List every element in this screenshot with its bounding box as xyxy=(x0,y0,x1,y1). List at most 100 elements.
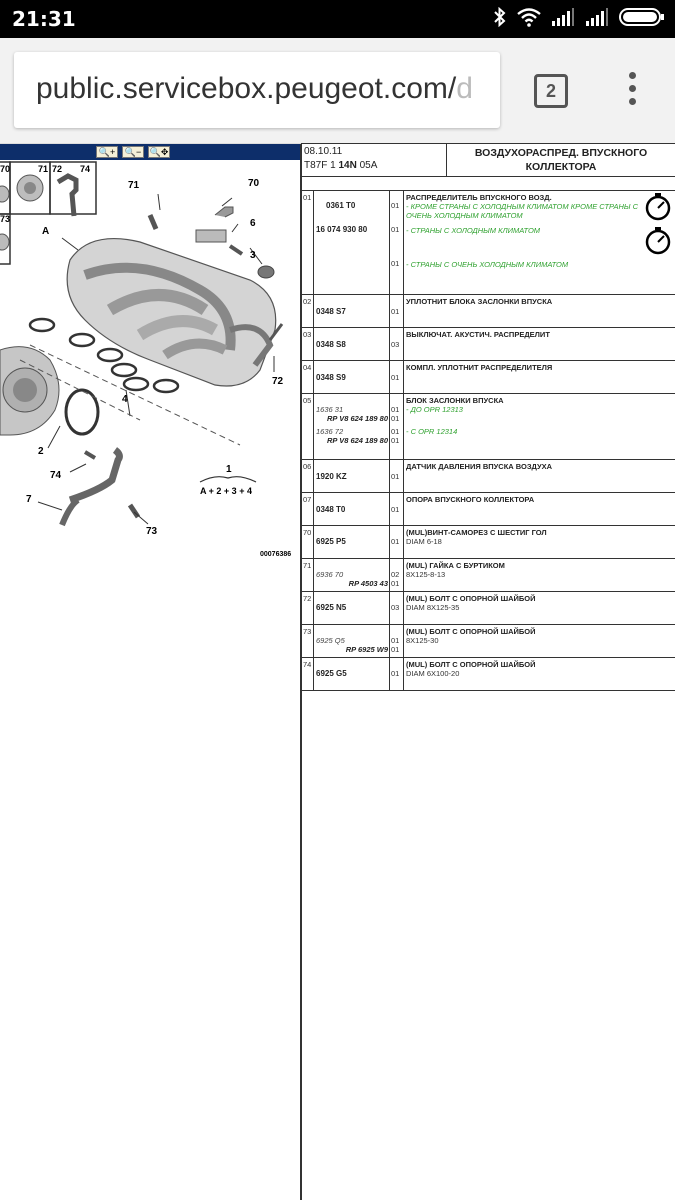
header-title-line2: КОЛЛЕКТОРА xyxy=(525,161,597,173)
part-reference[interactable]: 16 074 930 80 xyxy=(316,225,368,234)
table-row[interactable]: 72 6925 N5 03 (MUL) БОЛТ С ОПОРНОЙ ШАЙБО… xyxy=(301,592,675,625)
quantity: 02 xyxy=(391,570,400,579)
part-reference[interactable]: RP 4503 43 xyxy=(348,579,388,588)
callout-73-inset: 73 xyxy=(0,214,10,224)
part-reference[interactable]: 6925 P5 xyxy=(316,537,346,546)
quantity: 03 xyxy=(391,340,400,349)
quantity: 01 xyxy=(391,405,400,414)
row-refs: 6925 G5 xyxy=(314,658,390,690)
callout-70: 70 xyxy=(248,178,260,189)
quantity: 01 xyxy=(391,472,400,481)
table-row[interactable]: 02 0348 S7 01 УПЛОТНИТ БЛОКА ЗАСЛОНКИ ВП… xyxy=(301,295,675,328)
table-row[interactable]: 06 1920 KZ 01 ДАТЧИК ДАВЛЕНИЯ ВПУСКА ВОЗ… xyxy=(301,460,675,493)
row-qty: 03 xyxy=(390,592,404,624)
part-name: ОПОРА ВПУСКНОГО КОЛЛЕКТОРА xyxy=(406,495,535,504)
header-code-bold: 14N xyxy=(338,160,357,171)
row-qty: 01 xyxy=(390,361,404,393)
clock: 21:31 xyxy=(12,7,76,31)
row-description: (MUL) БОЛТ С ОПОРНОЙ ШАЙБОЙ DIAM 6X100-2… xyxy=(404,658,675,690)
quantity: 01 xyxy=(391,259,400,268)
zoom-in-icon[interactable]: 🔍+ xyxy=(96,146,118,158)
table-row[interactable]: 03 0348 S8 03 ВЫКЛЮЧАТ. АКУСТИЧ. РАСПРЕД… xyxy=(301,328,675,361)
url-text[interactable]: public.servicebox.peugeot.com/d xyxy=(36,72,473,106)
part-name: (MUL) ГАЙКА С БУРТИКОМ xyxy=(406,561,505,570)
zoom-out-icon[interactable]: 🔍− xyxy=(122,146,144,158)
row-refs: 0348 S7 xyxy=(314,295,390,327)
part-note: - СТРАНЫ С ОЧЕНЬ ХОЛОДНЫМ КЛИМАТОМ xyxy=(406,260,569,269)
part-spec: DIAM 6-18 xyxy=(406,537,442,546)
overflow-menu-button[interactable] xyxy=(622,72,642,112)
row-refs: 0348 S9 xyxy=(314,361,390,393)
signal-icon xyxy=(551,7,575,32)
callout-1: 1 xyxy=(226,464,232,475)
row-refs: 1920 KZ xyxy=(314,460,390,492)
callout-74: 74 xyxy=(50,470,62,481)
tab-switcher-button[interactable]: 2 xyxy=(534,74,568,108)
row-refs: 6925 N5 xyxy=(314,592,390,624)
callout-72: 72 xyxy=(272,376,284,387)
table-header: 08.10.11 T87F 1 14N 05A ВОЗДУХОРАСПРЕД. … xyxy=(301,143,675,177)
row-qty: 01 xyxy=(390,658,404,690)
part-name: (MUL) БОЛТ С ОПОРНОЙ ШАЙБОЙ xyxy=(406,594,536,603)
part-reference[interactable]: RP V8 624 189 80 xyxy=(326,414,388,423)
stopwatch-icon[interactable] xyxy=(643,225,673,255)
part-reference[interactable]: 6925 G5 xyxy=(316,669,347,678)
part-reference[interactable]: 0361 T0 xyxy=(326,201,356,210)
table-row[interactable]: 04 0348 S9 01 КОМПЛ. УПЛОТНИТ РАСПРЕДЕЛИ… xyxy=(301,361,675,394)
part-spec: DIAM 6X100-20 xyxy=(406,669,460,678)
callout-4: 4 xyxy=(122,394,128,405)
callout-7: 7 xyxy=(26,494,32,505)
part-name: ВЫКЛЮЧАТ. АКУСТИЧ. РАСПРЕДЕЛИТ xyxy=(406,330,550,339)
callout-6: 6 xyxy=(250,218,256,229)
part-spec: 8X125-30 xyxy=(406,636,439,645)
quantity: 01 xyxy=(391,636,400,645)
table-row[interactable]: 71 6936 70 RP 4503 43 02 01 (MUL) ГАЙКА … xyxy=(301,559,675,592)
part-reference[interactable]: 1636 31 xyxy=(316,405,344,414)
part-reference[interactable]: 1636 72 xyxy=(316,427,344,436)
row-qty: 02 01 xyxy=(390,559,404,591)
table-row[interactable]: 01 0361 T0 16 074 930 80 01 01 01 РАСПРЕ… xyxy=(301,191,675,295)
row-refs: 0361 T0 16 074 930 80 xyxy=(314,191,390,294)
table-row[interactable]: 05 1636 31 RP V8 624 189 80 1636 72 RP V… xyxy=(301,394,675,460)
part-reference[interactable]: 0348 S8 xyxy=(316,340,346,349)
row-refs: 6925 Q5 RP 6925 W9 xyxy=(314,625,390,657)
table-row[interactable]: 70 6925 P5 01 (MUL)ВИНТ-САМОРЕЗ С ШЕСТИГ… xyxy=(301,526,675,559)
part-reference[interactable]: 0348 S7 xyxy=(316,307,346,316)
row-description: (MUL) БОЛТ С ОПОРНОЙ ШАЙБОЙ DIAM 8X125-3… xyxy=(404,592,675,624)
row-refs: 1636 31 RP V8 624 189 80 1636 72 RP V8 6… xyxy=(314,394,390,459)
table-row[interactable]: 74 6925 G5 01 (MUL) БОЛТ С ОПОРНОЙ ШАЙБО… xyxy=(301,658,675,691)
menu-dot-icon xyxy=(628,72,636,79)
part-name: ДАТЧИК ДАВЛЕНИЯ ВПУСКА ВОЗДУХА xyxy=(406,462,553,471)
row-refs: 0348 S8 xyxy=(314,328,390,360)
table-row[interactable]: 73 6925 Q5 RP 6925 W9 01 01 (MUL) БОЛТ С… xyxy=(301,625,675,658)
row-qty: 01 01 xyxy=(390,625,404,657)
row-qty: 01 xyxy=(390,493,404,525)
callout-71: 71 xyxy=(128,180,140,191)
part-note: - С OPR 12314 xyxy=(406,427,458,436)
callout-72-inset: 72 xyxy=(52,164,62,174)
part-reference[interactable]: 6925 Q5 xyxy=(316,636,345,645)
part-reference[interactable]: 6936 70 xyxy=(316,570,344,579)
quantity: 01 xyxy=(391,201,400,210)
table-row[interactable]: 07 0348 T0 01 ОПОРА ВПУСКНОГО КОЛЛЕКТОРА xyxy=(301,493,675,526)
stopwatch-icon[interactable] xyxy=(643,191,673,221)
address-bar[interactable]: public.servicebox.peugeot.com/d xyxy=(14,52,500,128)
part-reference[interactable]: RP V8 624 189 80 xyxy=(326,436,388,445)
part-reference[interactable]: 6925 N5 xyxy=(316,603,347,612)
intake-manifold-diagram[interactable]: 70 71 72 74 73 xyxy=(0,160,300,590)
header-code-suffix: 05A xyxy=(356,160,378,171)
part-reference[interactable]: 1920 KZ xyxy=(316,472,347,481)
zoom-fit-icon[interactable]: 🔍✥ xyxy=(148,146,170,158)
row-number: 71 xyxy=(302,559,314,591)
part-name: КОМПЛ. УПЛОТНИТ РАСПРЕДЕЛИТЕЛЯ xyxy=(406,363,553,372)
part-note: - КРОМЕ СТРАНЫ С ХОЛОДНЫМ КЛИМАТОМ КРОМЕ… xyxy=(406,202,639,211)
row-number: 07 xyxy=(302,493,314,525)
part-spec: DIAM 8X125-35 xyxy=(406,603,460,612)
callout-2: 2 xyxy=(38,446,44,457)
quantity: 01 xyxy=(391,537,400,546)
part-reference[interactable]: 0348 T0 xyxy=(316,505,346,514)
row-description: ВЫКЛЮЧАТ. АКУСТИЧ. РАСПРЕДЕЛИТ xyxy=(404,328,675,360)
row-qty: 01 xyxy=(390,526,404,558)
part-reference[interactable]: RP 6925 W9 xyxy=(345,645,388,654)
part-reference[interactable]: 0348 S9 xyxy=(316,373,346,382)
